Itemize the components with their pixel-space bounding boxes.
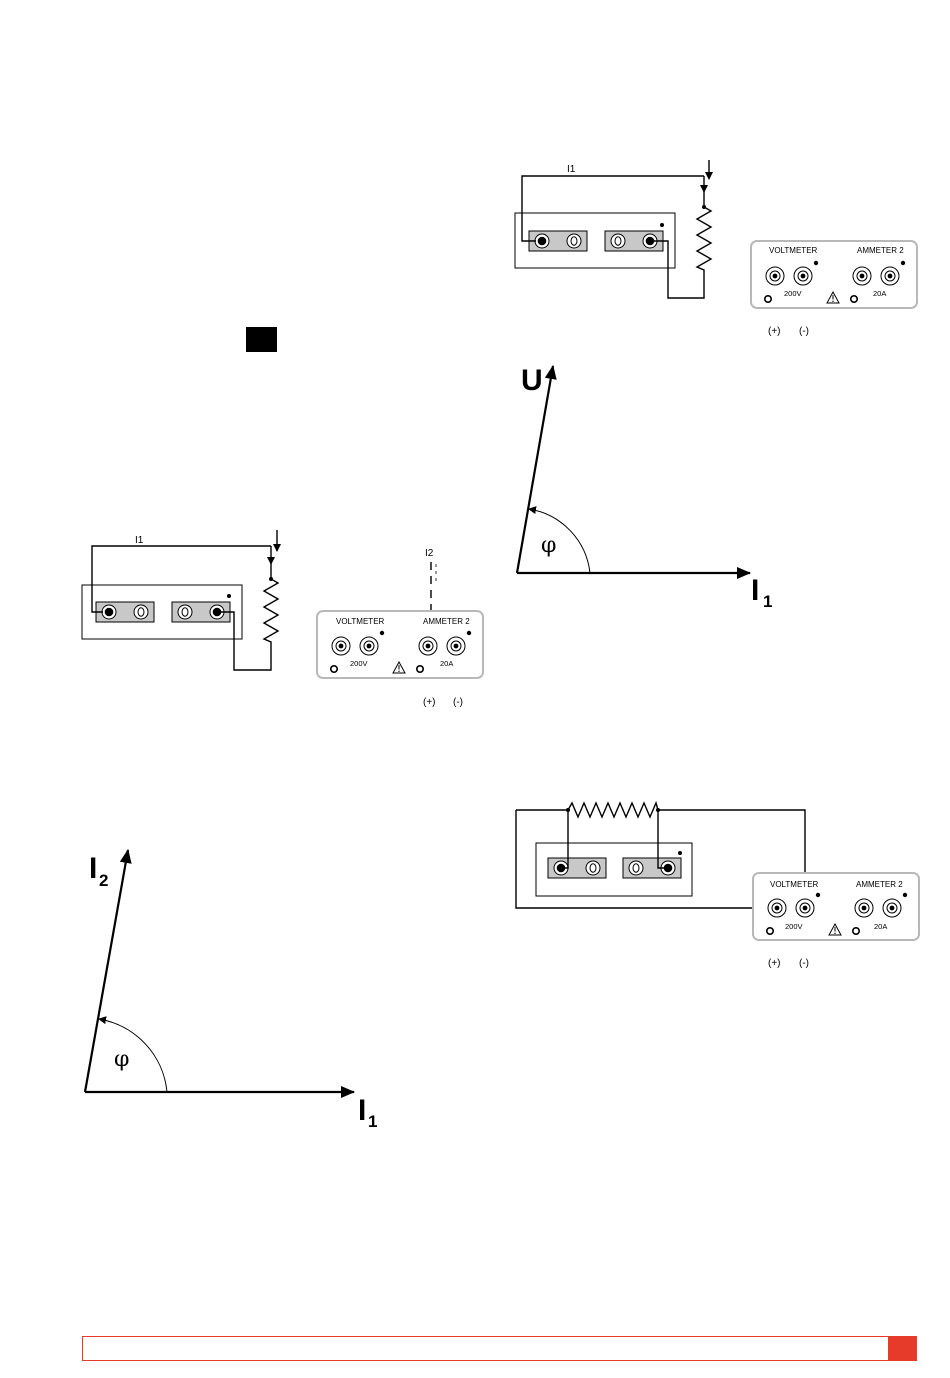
phasor-diagram-left: I 2 I 1 φ bbox=[85, 850, 377, 1131]
polarity-plus: (+) bbox=[423, 697, 436, 708]
footer-bar bbox=[83, 1337, 917, 1361]
voltmeter-label: VOLTMETER bbox=[336, 617, 385, 626]
wire-label-i1: I1 bbox=[567, 164, 576, 175]
angle-arc bbox=[99, 1019, 167, 1092]
polarity-plus: (+) bbox=[768, 326, 781, 337]
black-marker-square bbox=[246, 327, 277, 352]
current-range-label: 20A bbox=[440, 659, 453, 668]
voltmeter-label: VOLTMETER bbox=[769, 246, 818, 255]
polarity-minus: (-) bbox=[799, 958, 809, 969]
wire-label-i2: I2 bbox=[425, 548, 434, 559]
label-i1-subscript: 1 bbox=[368, 1112, 377, 1131]
phasor-diagram-right: U I 1 φ bbox=[517, 364, 772, 611]
label-i1: I bbox=[358, 1094, 366, 1127]
current-range-label: 20A bbox=[874, 922, 887, 931]
circuit-right-top: I1 bbox=[515, 160, 711, 298]
terminal-pair-left bbox=[548, 858, 606, 878]
ammeter-label: AMMETER 2 bbox=[856, 880, 903, 889]
meter-panel-left: VOLTMETER AMMETER 2 200V 20A bbox=[317, 611, 483, 678]
current-range-label: 20A bbox=[873, 289, 886, 298]
polarity-minus: (-) bbox=[799, 326, 809, 337]
voltage-range-label: 200V bbox=[784, 289, 802, 298]
angle-phi: φ bbox=[541, 533, 556, 558]
voltage-range-label: 200V bbox=[350, 659, 368, 668]
voltage-range-label: 200V bbox=[785, 922, 803, 931]
meter-panel-right-bottom: VOLTMETER AMMETER 2 200V 20A bbox=[753, 873, 919, 940]
polarity-plus: (+) bbox=[768, 958, 781, 969]
meter-panel-right-top: VOLTMETER AMMETER 2 200V 20A bbox=[751, 241, 917, 308]
label-i-subscript: 1 bbox=[763, 592, 772, 611]
terminal-pair-left bbox=[529, 231, 587, 251]
label-i: I bbox=[751, 574, 759, 607]
voltmeter-label: VOLTMETER bbox=[770, 880, 819, 889]
footer-accent-block bbox=[888, 1336, 917, 1361]
angle-arc bbox=[529, 509, 590, 573]
polarity-minus: (-) bbox=[453, 697, 463, 708]
terminal-pair-right bbox=[623, 858, 681, 878]
label-i2-subscript: 2 bbox=[99, 871, 108, 890]
label-i2: I bbox=[89, 852, 97, 885]
ammeter-label: AMMETER 2 bbox=[857, 246, 904, 255]
ammeter-label: AMMETER 2 bbox=[423, 617, 470, 626]
angle-phi: φ bbox=[114, 1047, 129, 1072]
wire-label-i1: I1 bbox=[135, 535, 144, 546]
terminal-pair-left bbox=[96, 602, 154, 622]
label-u: U bbox=[521, 364, 543, 397]
